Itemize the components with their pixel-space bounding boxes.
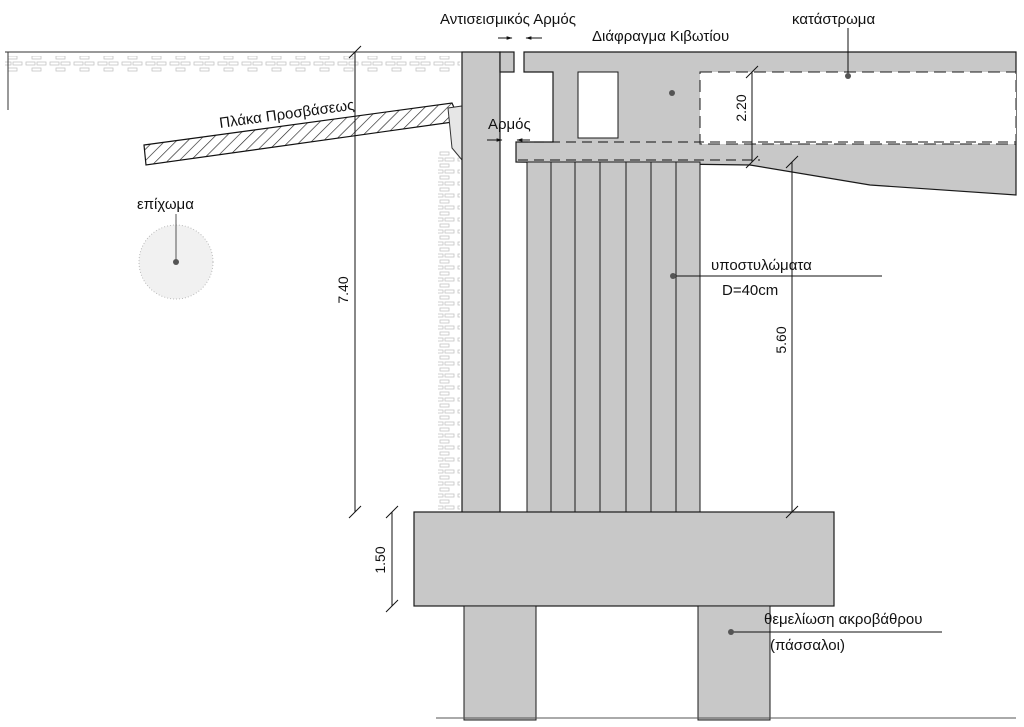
piles-label: (πάσσαλοι) (770, 637, 845, 654)
columns-diameter-label: D=40cm (722, 282, 778, 299)
dim-tick (348, 505, 362, 519)
abutment-backwall-top (499, 51, 515, 73)
dim-tick (745, 65, 759, 79)
box-height-dim-label: 2.20 (733, 94, 749, 121)
diaphragm-marker (669, 90, 675, 96)
abutment-backfill-texture (438, 150, 460, 512)
deck-label: κατάστρωμα (792, 11, 875, 28)
seismic-joint-label: Αντισεισμικός Αρμός (440, 11, 576, 28)
backfill-label: επίχωμα (137, 196, 194, 213)
dim-tick (785, 155, 799, 169)
pile (463, 605, 537, 721)
column (574, 161, 601, 515)
columns-group (526, 161, 701, 515)
column (599, 161, 627, 515)
pile-cap (413, 511, 835, 607)
columns-label: υποστυλώματα (711, 257, 812, 274)
column (526, 161, 552, 515)
column (675, 161, 701, 515)
dim-tick (785, 505, 799, 519)
diaphragm-opening (577, 71, 619, 139)
dim-tick (385, 505, 399, 519)
joint-label: Αρμός (488, 116, 531, 133)
dim-tick (385, 599, 399, 613)
column (650, 161, 677, 515)
foundation-label: θεμελίωση ακροβάθρου (764, 611, 922, 628)
columns-marker (670, 273, 676, 279)
column (550, 161, 576, 515)
dim-tick (745, 155, 759, 169)
foundation-marker (728, 629, 734, 635)
footing-height-dim-label: 1.50 (372, 546, 388, 573)
deck-marker (845, 73, 851, 79)
ground-texture (5, 56, 460, 72)
deck-cell-void (699, 71, 1017, 145)
abutment-wall (461, 51, 501, 515)
box-diaphragm-label: Διάφραγμα Κιβωτίου (592, 28, 729, 45)
pile (697, 605, 771, 721)
column (625, 161, 652, 515)
column-height-dim-label: 5.60 (773, 326, 789, 353)
abutment-height-dim-label: 7.40 (335, 276, 351, 303)
dim-tick (348, 45, 362, 59)
